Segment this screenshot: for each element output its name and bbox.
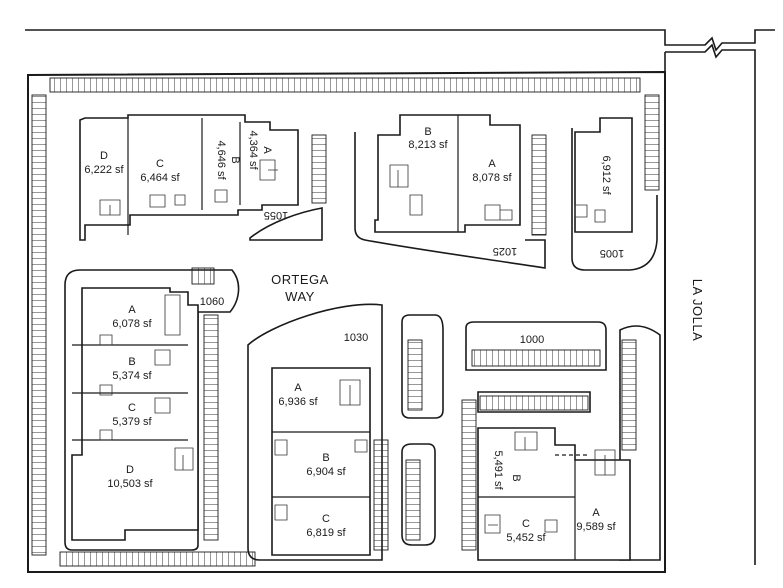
perimeter-parking [31, 77, 660, 567]
unit-1060-b-letter: B [128, 356, 135, 368]
property-boundary [27, 70, 666, 573]
building-1000 [465, 321, 607, 413]
unit-1060-a-area: 6,078 sf [112, 318, 152, 330]
unit-1030-a-area: 6,936 sf [278, 396, 318, 408]
unit-1060-c-area: 5,379 sf [112, 416, 152, 428]
unit-1060-c-letter: C [128, 402, 136, 414]
unit-1025-b-area: 8,213 sf [408, 139, 448, 151]
unit-1055-c-area: 6,464 sf [140, 172, 180, 184]
building-1025 [354, 114, 547, 269]
building-1025-number: 1025 [493, 245, 517, 257]
unit-1025-a-area: 8,078 sf [472, 172, 512, 184]
unit-1055-a-letter: A [261, 146, 273, 154]
building-1030 [247, 303, 389, 561]
unit-se-a-letter: A [592, 507, 600, 519]
unit-1055-b-letter: B [229, 156, 241, 163]
unit-1055-d-letter: D [100, 150, 108, 162]
unit-1030-c-letter: C [322, 513, 330, 525]
unit-1060-d-letter: D [126, 464, 134, 476]
building-1000-number: 1000 [520, 334, 544, 346]
la-jolla-label: LA JOLLA [690, 279, 705, 342]
unit-1030-c-area: 6,819 sf [306, 527, 346, 539]
unit-1030-a-letter: A [294, 382, 302, 394]
unit-1060-b-area: 5,374 sf [112, 370, 152, 382]
unit-1060-a-letter: A [128, 304, 136, 316]
unit-1055-c-letter: C [156, 158, 164, 170]
building-1060 [64, 267, 240, 551]
parking-islands-middle [401, 314, 444, 546]
unit-se-c-area: 5,452 sf [506, 532, 546, 544]
unit-se-b-area: 5,491 sf [492, 450, 504, 490]
ortega-way-label-line1: ORTEGA [271, 272, 329, 287]
unit-1055-b-area: 4,646 sf [215, 140, 227, 180]
building-1030-number: 1030 [344, 332, 368, 344]
unit-1025-b-letter: B [424, 126, 431, 138]
ortega-way-label-line2: WAY [285, 289, 315, 304]
unit-se-c-letter: C [522, 518, 530, 530]
building-1055 [79, 114, 327, 241]
unit-1055-a-area: 4,364 sf [247, 130, 259, 170]
unit-1030-b-area: 6,904 sf [306, 466, 346, 478]
unit-1060-d-area: 10,503 sf [107, 478, 153, 490]
building-1055-number: 1055 [264, 209, 288, 221]
unit-se-b-letter: B [510, 474, 522, 481]
building-1005 [571, 117, 658, 271]
building-1060-number: 1060 [200, 296, 224, 308]
building-se [461, 325, 661, 561]
unit-se-a-area: 9,589 sf [576, 521, 616, 533]
unit-1055-d-area: 6,222 sf [84, 164, 124, 176]
unit-1025-a-letter: A [488, 158, 496, 170]
ortega-way-street-edge [25, 29, 775, 565]
unit-1005-area: 6,912 sf [600, 155, 612, 195]
unit-1030-b-letter: B [322, 452, 329, 464]
building-1005-number: 1005 [600, 247, 624, 259]
